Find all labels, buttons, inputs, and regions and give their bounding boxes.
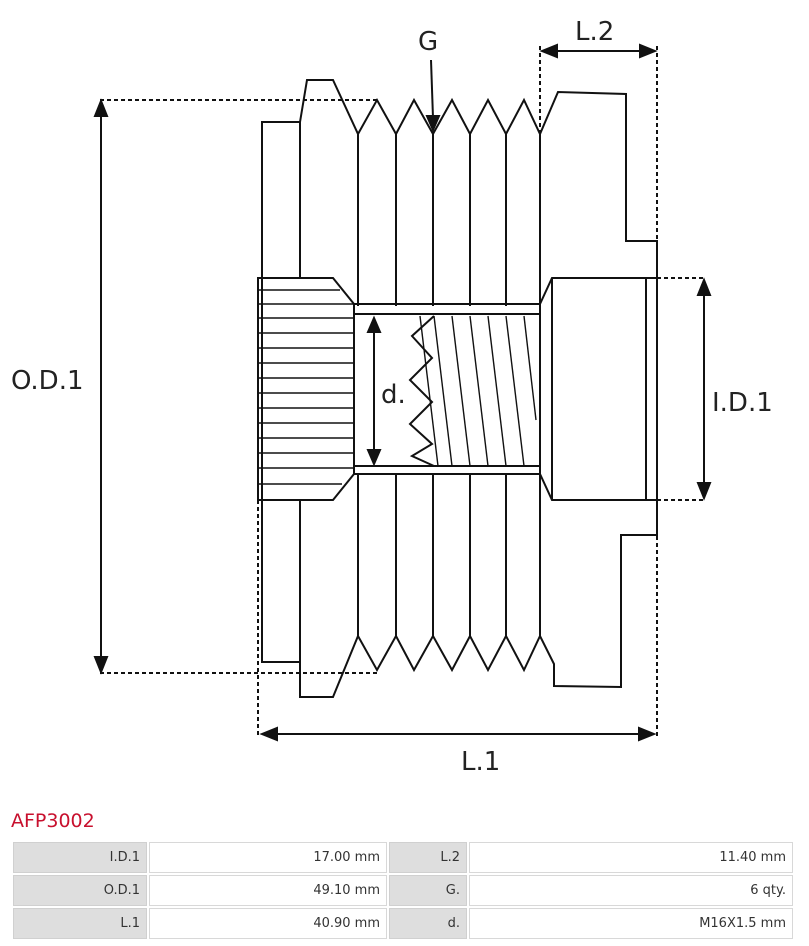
spec-label: L.1 <box>13 908 147 939</box>
spec-value: 40.90 mm <box>149 908 387 939</box>
spec-label: G. <box>389 875 467 906</box>
spec-value: 49.10 mm <box>149 875 387 906</box>
pulley-outline <box>261 79 658 698</box>
label-g: G <box>418 27 438 57</box>
groove-lines-bottom <box>357 474 541 636</box>
spec-table: I.D.1 17.00 mm L.2 11.40 mm O.D.1 49.10 … <box>11 840 795 941</box>
label-l1: L.1 <box>461 747 500 777</box>
groove-lines-top <box>357 134 541 306</box>
spec-value: M16X1.5 mm <box>469 908 793 939</box>
thread-profile <box>408 315 435 467</box>
thread-lines <box>419 315 537 467</box>
g-leader <box>430 59 434 119</box>
table-row: L.1 40.90 mm d. M16X1.5 mm <box>13 908 793 939</box>
spec-label: L.2 <box>389 842 467 873</box>
label-id1: I.D.1 <box>712 388 773 418</box>
pulley-technical-drawing: G L.2 O.D.1 I.D.1 d. L.1 <box>11 17 773 777</box>
label-d: d. <box>381 380 406 410</box>
spline-lines <box>258 289 354 485</box>
label-od1: O.D.1 <box>11 366 84 396</box>
spec-label: O.D.1 <box>13 875 147 906</box>
spec-value: 6 qty. <box>469 875 793 906</box>
table-row: I.D.1 17.00 mm L.2 11.40 mm <box>13 842 793 873</box>
spec-value: 17.00 mm <box>149 842 387 873</box>
table-row: O.D.1 49.10 mm G. 6 qty. <box>13 875 793 906</box>
spec-value: 11.40 mm <box>469 842 793 873</box>
spec-label: d. <box>389 908 467 939</box>
product-code: AFP3002 <box>11 810 95 832</box>
spec-label: I.D.1 <box>13 842 147 873</box>
label-l2: L.2 <box>575 17 614 47</box>
